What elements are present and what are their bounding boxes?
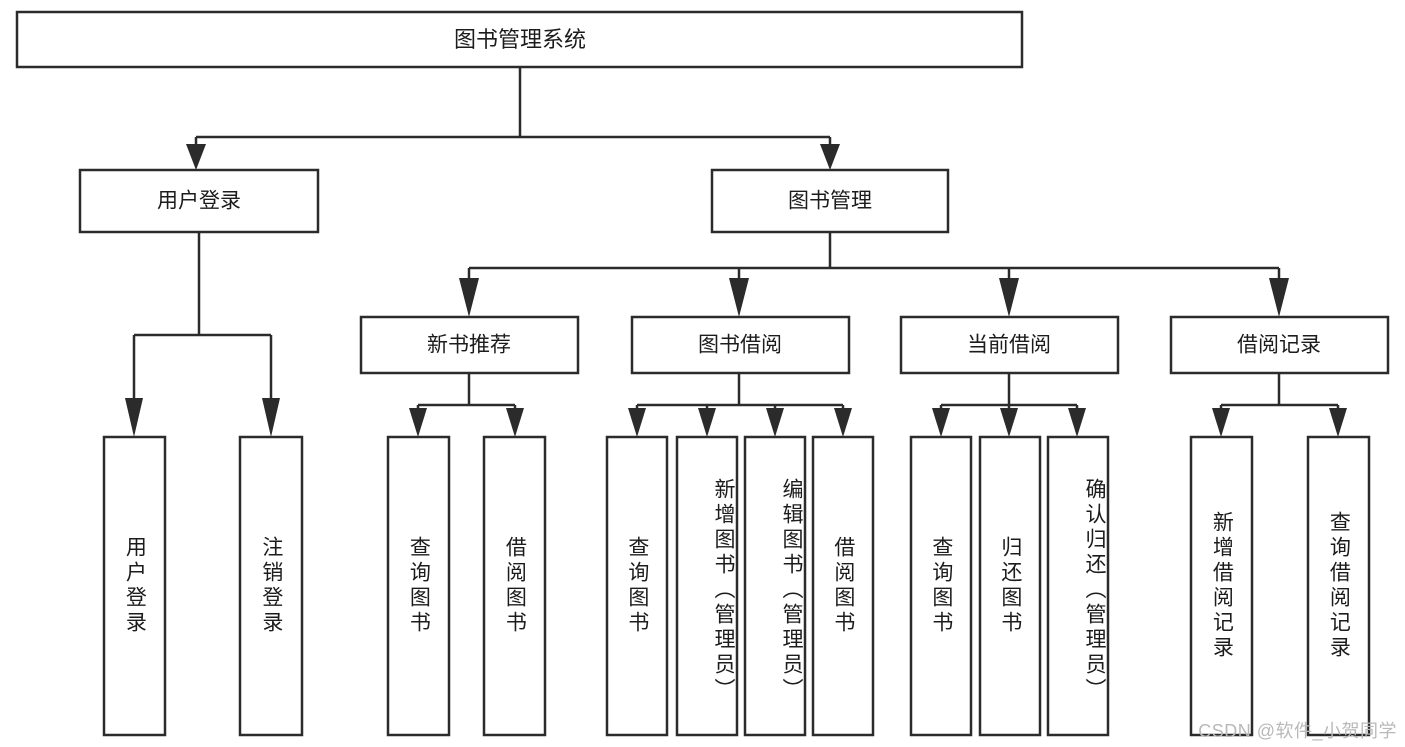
node-new-book-recommend-box[interactable]	[359, 315, 580, 375]
node-leaf-query-book-1-box[interactable]	[386, 435, 451, 737]
arrow-head-book-management	[820, 144, 840, 170]
connector-group-root	[186, 67, 840, 170]
connector-group-book-borrow	[628, 373, 852, 437]
node-borrow-record-label: 借阅记录	[1237, 334, 1321, 357]
arrow-head-leaf-logout	[262, 398, 280, 437]
arrow-head-new-book-recommend	[459, 278, 479, 317]
arrow-head-leaf-borrow-book-1	[506, 408, 524, 437]
connector-group-user-login	[125, 232, 280, 437]
node-root-label: 图书管理系统	[454, 27, 586, 52]
arrow-head-leaf-add-book	[698, 408, 716, 437]
node-borrow-record[interactable]: 借阅记录	[1169, 315, 1390, 375]
node-book-borrow[interactable]: 图书借阅	[630, 315, 851, 375]
arrow-head-leaf-query-book-3	[932, 408, 950, 437]
node-leaf-add-book-box[interactable]	[675, 435, 739, 737]
arrow-head-user-login	[186, 144, 206, 170]
node-book-borrow-box[interactable]	[630, 315, 851, 375]
arrow-head-leaf-add-record	[1212, 408, 1230, 437]
arrow-head-leaf-return-book	[1000, 408, 1018, 437]
node-leaf-return-book-box[interactable]	[978, 435, 1042, 737]
connector-group-new-book-recommend	[409, 373, 524, 437]
arrow-head-leaf-query-record	[1329, 408, 1347, 437]
node-user-login-label: 用户登录	[157, 190, 241, 213]
node-leaf-query-record-box[interactable]	[1306, 435, 1371, 737]
node-current-borrow-label: 当前借阅	[967, 334, 1051, 357]
node-leaf-user-login-box[interactable]	[102, 435, 167, 737]
connector-group-current-borrow	[932, 373, 1086, 437]
node-leaf-borrow-book-1-box[interactable]	[482, 435, 547, 737]
arrow-head-leaf-user-login	[125, 398, 143, 437]
arrow-head-leaf-borrow-book-2	[834, 408, 852, 437]
node-user-login-box[interactable]	[78, 168, 320, 234]
node-root-box[interactable]	[15, 10, 1024, 69]
node-book-management-box[interactable]	[710, 168, 950, 234]
node-root[interactable]: 图书管理系统	[15, 10, 1024, 69]
node-book-management[interactable]: 图书管理	[710, 168, 950, 234]
node-book-borrow-label: 图书借阅	[698, 334, 782, 357]
node-new-book-recommend[interactable]: 新书推荐	[359, 315, 580, 375]
node-current-borrow[interactable]: 当前借阅	[899, 315, 1120, 375]
arrow-head-leaf-query-book-1	[409, 408, 427, 437]
arrow-head-leaf-query-book-2	[628, 408, 646, 437]
node-leaf-edit-book-box[interactable]	[743, 435, 807, 737]
node-borrow-record-box[interactable]	[1169, 315, 1390, 375]
node-book-management-label: 图书管理	[788, 190, 872, 213]
node-leaf-add-record-box[interactable]	[1189, 435, 1254, 737]
connector-group-book-management	[459, 232, 1289, 317]
node-current-borrow-box[interactable]	[899, 315, 1120, 375]
arrow-head-current-borrow	[999, 278, 1019, 317]
arrow-head-leaf-edit-book	[766, 408, 784, 437]
node-new-book-recommend-label: 新书推荐	[427, 334, 511, 357]
connector-group-borrow-record	[1212, 373, 1347, 437]
arrow-head-leaf-confirm-return	[1068, 408, 1086, 437]
node-leaf-confirm-return-box[interactable]	[1046, 435, 1110, 737]
node-leaf-query-book-3-box[interactable]	[909, 435, 973, 737]
node-user-login[interactable]: 用户登录	[78, 168, 320, 234]
node-leaf-logout-box[interactable]	[238, 435, 304, 737]
arrow-head-book-borrow	[729, 278, 749, 317]
csdn-watermark: CSDN @软件_小贺同学	[1198, 721, 1397, 741]
node-leaf-query-book-2-box[interactable]	[605, 435, 669, 737]
node-leaf-borrow-book-2-box[interactable]	[811, 435, 875, 737]
arrow-head-borrow-record	[1269, 278, 1289, 317]
